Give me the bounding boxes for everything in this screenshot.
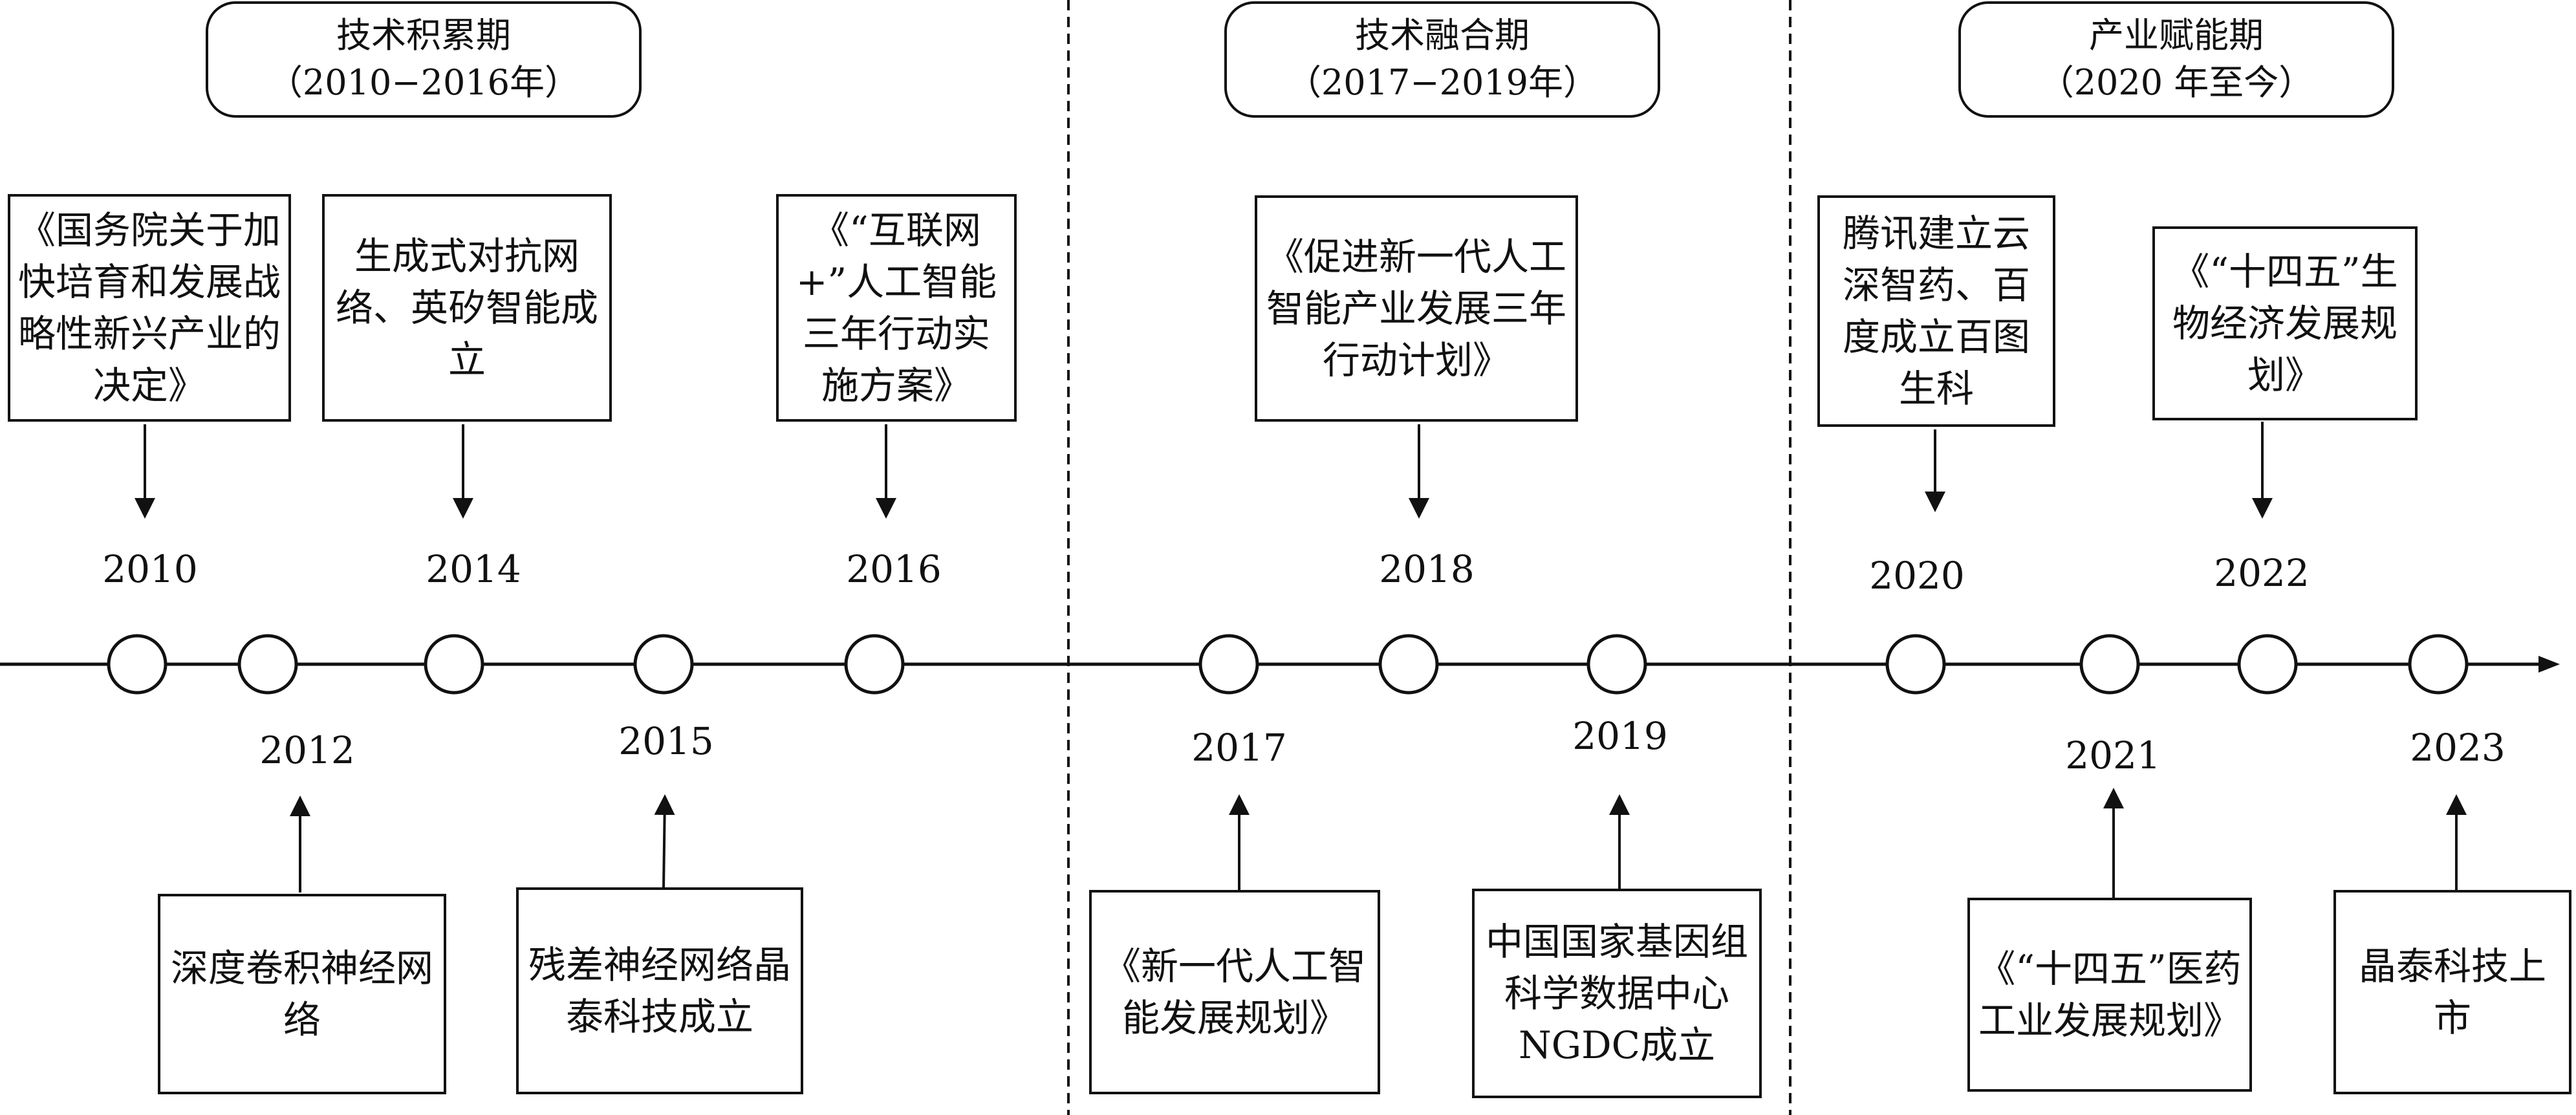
year-label: 2019 <box>1572 714 1668 758</box>
period-box-fusion: 技术融合期 （2017−2019年） <box>1224 1 1660 118</box>
event-text: 《“十四五”医药工业发展规划》 <box>1978 946 2242 1043</box>
event-text: 生成式对抗网络、英矽智能成立 <box>335 233 598 382</box>
timeline-nodes <box>107 634 2469 695</box>
event-box-2020: 腾讯建立云深智药、百度成立百图生科 <box>1817 195 2055 427</box>
event-box-2019: 中国国家基因组科学数据中心NGDC成立 <box>1472 889 1762 1098</box>
timeline-node-2015 <box>633 634 694 695</box>
event-text: 《促进新一代人工智能产业发展三年行动计划》 <box>1266 234 1566 383</box>
timeline-arrowhead <box>2538 656 2560 673</box>
event-arrows <box>135 422 2467 899</box>
event-text: 中国国家基因组科学数据中心NGDC成立 <box>1485 919 1748 1068</box>
period-range: （2020 年至今） <box>2039 62 2314 103</box>
year-label: 2020 <box>1869 554 1965 598</box>
event-text: 《“十四五”生物经济发展规划》 <box>2172 249 2398 398</box>
year-label: 2010 <box>102 547 198 591</box>
event-text: 《新一代人工智能发展规划》 <box>1103 944 1366 1040</box>
year-label: 2023 <box>2410 726 2506 770</box>
year-label: 2012 <box>259 728 355 772</box>
timeline-node-2017 <box>1198 634 1259 695</box>
timeline-node-2014 <box>424 634 484 695</box>
period-range: （2017−2019年） <box>1286 62 1599 103</box>
year-label: 2021 <box>2065 733 2161 777</box>
event-text: 晶泰科技上市 <box>2358 944 2546 1040</box>
timeline-node-2010 <box>107 634 168 695</box>
event-box-2017: 《新一代人工智能发展规划》 <box>1089 890 1380 1094</box>
period-name: 产业赋能期 <box>2089 15 2264 56</box>
event-text: 《“互联网+”人工智能三年行动实施方案》 <box>796 208 997 408</box>
timeline-node-2016 <box>844 634 905 695</box>
timeline-node-2022 <box>2237 634 2298 695</box>
event-text: 残差神经网络晶泰科技成立 <box>528 942 791 1039</box>
event-box-2012: 深度卷积神经网络 <box>158 894 446 1094</box>
year-label: 2017 <box>1191 726 1287 770</box>
period-range: （2010−2016年） <box>267 62 580 103</box>
event-box-2014: 生成式对抗网络、英矽智能成立 <box>322 194 612 422</box>
timeline-node-2020 <box>1885 634 1946 695</box>
year-label: 2016 <box>846 547 942 591</box>
year-label: 2022 <box>2214 551 2310 595</box>
timeline-node-2018 <box>1378 634 1439 695</box>
event-box-2016: 《“互联网+”人工智能三年行动实施方案》 <box>776 194 1017 422</box>
timeline-node-2021 <box>2079 634 2140 695</box>
event-box-2023: 晶泰科技上市 <box>2333 890 2571 1094</box>
year-label: 2018 <box>1379 547 1475 591</box>
year-label: 2014 <box>426 547 521 591</box>
period-box-accumulation: 技术积累期 （2010−2016年） <box>206 1 642 118</box>
period-name: 技术积累期 <box>336 15 511 56</box>
event-box-2021: 《“十四五”医药工业发展规划》 <box>1967 898 2252 1092</box>
event-box-2015: 残差神经网络晶泰科技成立 <box>516 887 803 1094</box>
event-box-2022: 《“十四五”生物经济发展规划》 <box>2152 226 2418 420</box>
event-arrow-2015 <box>654 794 675 889</box>
period-box-empowerment: 产业赋能期 （2020 年至今） <box>1958 1 2394 118</box>
event-text: 腾讯建立云深智药、百度成立百图生科 <box>1842 211 2030 411</box>
event-text: 深度卷积神经网络 <box>170 946 433 1042</box>
event-box-2010: 《国务院关于加快培育和发展战略性新兴产业的决定》 <box>8 194 291 422</box>
period-name: 技术融合期 <box>1355 15 1530 56</box>
timeline-node-2012 <box>237 634 298 695</box>
timeline-node-2019 <box>1586 634 1647 695</box>
timeline-node-2023 <box>2408 634 2469 695</box>
event-box-2018: 《促进新一代人工智能产业发展三年行动计划》 <box>1255 195 1578 422</box>
year-label: 2015 <box>618 719 714 763</box>
event-text: 《国务院关于加快培育和发展战略性新兴产业的决定》 <box>17 208 281 408</box>
